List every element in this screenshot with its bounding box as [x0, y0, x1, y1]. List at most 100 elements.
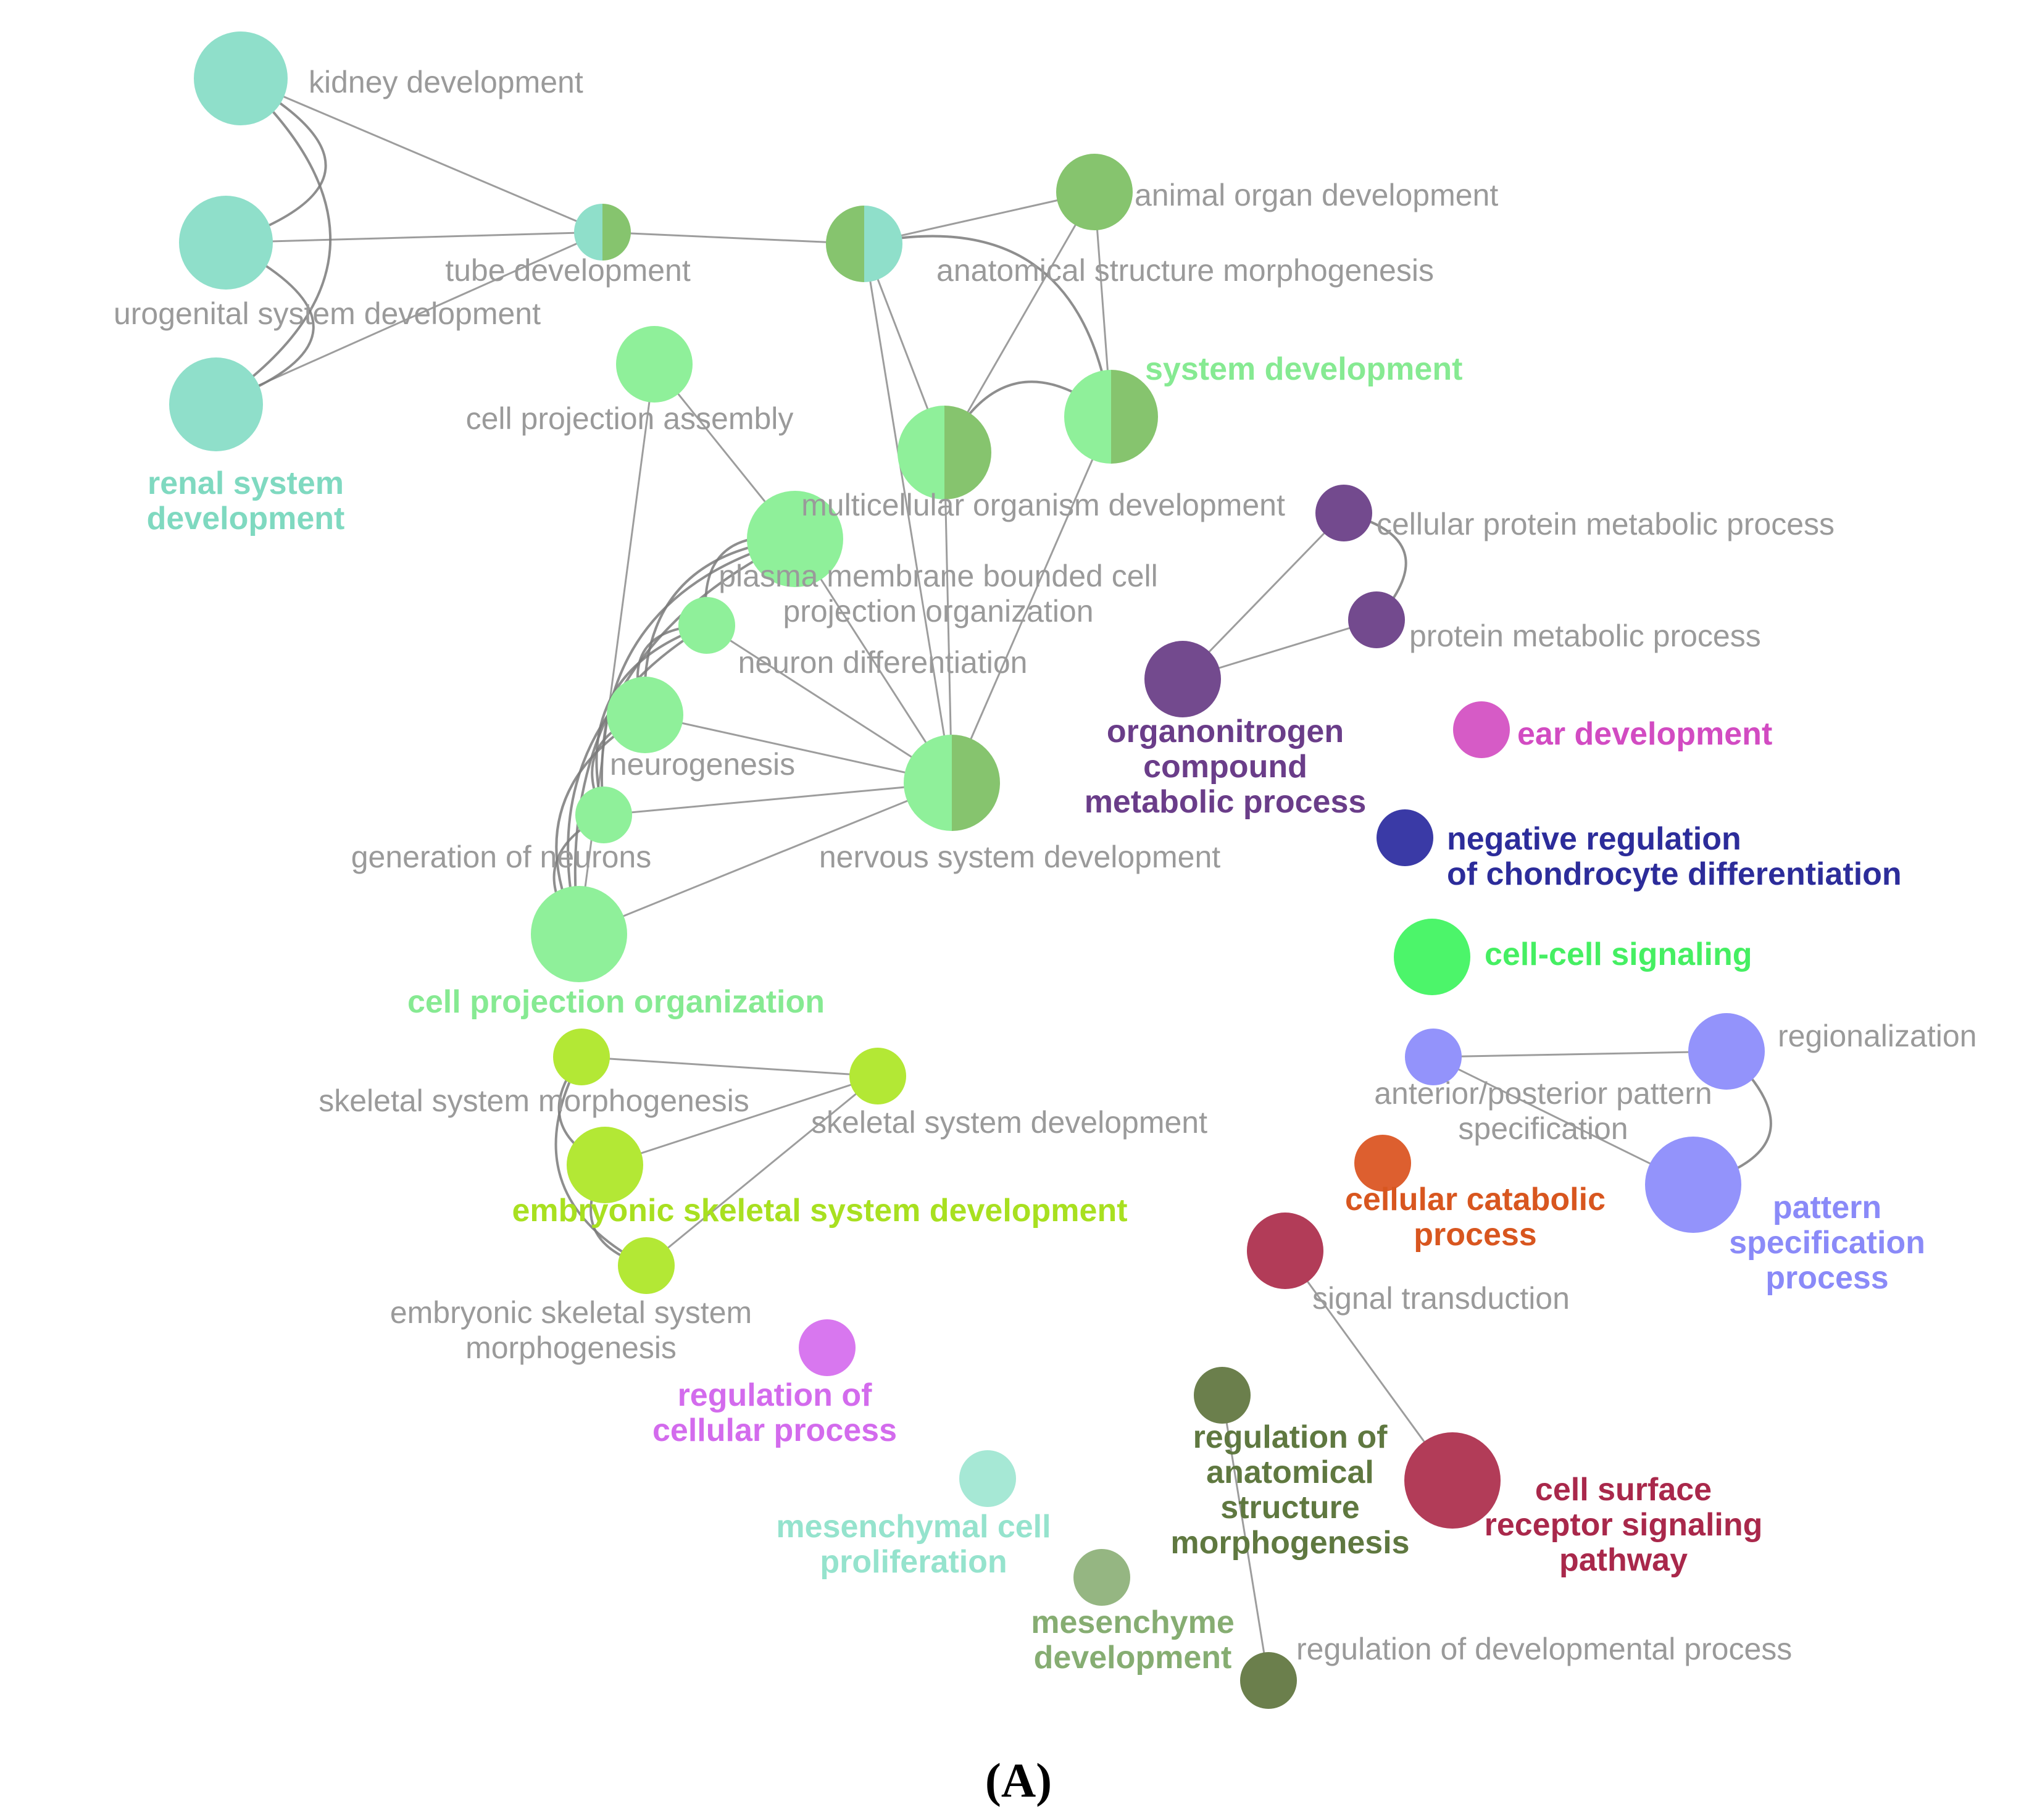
label-ear-line: ear development: [1517, 716, 1772, 752]
label-neuron_diff: neuron differentiation: [738, 645, 1028, 680]
node-reg_anatomical[interactable]: [1194, 1367, 1251, 1424]
node-pattern_spec[interactable]: [1645, 1137, 1741, 1233]
label-reg_dev_proc-line: regulation of developmental process: [1296, 1632, 1792, 1666]
node-ap_pattern-circle: [1405, 1029, 1462, 1085]
label-cell_surface-line: pathway: [1559, 1542, 1688, 1578]
label-mes_dev-line: mesenchyme: [1031, 1605, 1235, 1640]
node-skel_morph[interactable]: [553, 1029, 610, 1085]
node-plasma_membrane-circle: [747, 491, 843, 587]
label-anatomical_morph-line: anatomical structure morphogenesis: [936, 253, 1434, 288]
node-emb_skel_dev-circle: [567, 1127, 643, 1203]
edge-kidney-renal: [215, 77, 332, 406]
node-neurogenesis[interactable]: [607, 677, 683, 753]
node-animal_organ[interactable]: [1056, 154, 1133, 230]
node-protein_met[interactable]: [1348, 591, 1405, 648]
label-catabolic-line: process: [1414, 1217, 1536, 1253]
node-animal_organ-circle: [1056, 154, 1133, 230]
node-cell_proj_org[interactable]: [531, 886, 627, 982]
node-gen_neurons[interactable]: [575, 787, 632, 843]
node-organonitrogen[interactable]: [1144, 641, 1221, 717]
label-mes_dev-line: development: [1034, 1640, 1232, 1676]
node-cell_protein_met[interactable]: [1315, 485, 1372, 541]
node-cellcell[interactable]: [1394, 919, 1470, 995]
node-emb_skel_morph[interactable]: [618, 1237, 675, 1294]
node-skel_dev[interactable]: [849, 1048, 906, 1104]
node-ear[interactable]: [1453, 701, 1510, 758]
node-gen_neurons-circle: [575, 787, 632, 843]
node-cell_proj_assembly[interactable]: [616, 326, 693, 403]
label-neuron_diff-line: neuron differentiation: [738, 645, 1028, 680]
node-catabolic[interactable]: [1354, 1135, 1411, 1192]
node-emb_skel_dev[interactable]: [567, 1127, 643, 1203]
node-urogenital[interactable]: [179, 196, 273, 290]
label-reg_cellular-line: regulation of: [678, 1377, 873, 1413]
label-animal_organ: animal organ development: [1135, 178, 1498, 212]
label-cell_proj_assembly: cell projection assembly: [466, 401, 794, 436]
node-ap_pattern[interactable]: [1405, 1029, 1462, 1085]
node-skel_dev-circle: [849, 1048, 906, 1104]
node-signal_trans-circle: [1247, 1213, 1323, 1289]
label-system_dev: system development: [1145, 351, 1462, 387]
node-tube[interactable]: [574, 204, 631, 261]
label-skel_morph-line: skeletal system morphogenesis: [319, 1083, 749, 1118]
label-urogenital-line: urogenital system development: [114, 296, 541, 331]
node-protein_met-circle: [1348, 591, 1405, 648]
node-urogenital-circle: [179, 196, 273, 290]
node-cell_surface[interactable]: [1404, 1432, 1501, 1529]
node-mes_dev[interactable]: [1073, 1549, 1130, 1606]
edge-neuron_diff-cell_proj_org: [567, 624, 708, 935]
node-kidney[interactable]: [194, 31, 288, 125]
node-neuron_diff[interactable]: [678, 597, 735, 654]
node-reg_cellular[interactable]: [799, 1319, 856, 1376]
label-protein_met-line: protein metabolic process: [1409, 619, 1761, 653]
label-skel_morph: skeletal system morphogenesis: [319, 1083, 749, 1118]
node-nervous-right-half: [952, 735, 1000, 831]
label-organonitrogen-line: organonitrogen: [1107, 714, 1344, 749]
node-catabolic-circle: [1354, 1135, 1411, 1192]
label-reg_anatomical-line: structure: [1220, 1490, 1359, 1526]
label-cell_proj_org-line: cell projection organization: [407, 984, 825, 1020]
edge-neurogenesis-nervous: [644, 714, 952, 784]
node-regionalization[interactable]: [1688, 1013, 1765, 1090]
label-urogenital: urogenital system development: [114, 296, 541, 331]
label-organonitrogen-line: metabolic process: [1085, 784, 1367, 820]
node-neurogenesis-circle: [607, 677, 683, 753]
node-signal_trans[interactable]: [1247, 1213, 1323, 1289]
node-anatomical_morph[interactable]: [826, 206, 902, 282]
edge-skel_dev-emb_skel_dev: [604, 1075, 878, 1166]
node-cellcell-circle: [1394, 919, 1470, 995]
edge-cell_proj_org-nervous: [578, 782, 952, 935]
edge-tube-anatomical_morph: [602, 231, 865, 245]
node-reg_dev_proc[interactable]: [1240, 1652, 1297, 1709]
node-ear-circle: [1453, 701, 1510, 758]
node-renal-circle: [169, 357, 263, 451]
label-nervous: nervous system development: [819, 840, 1220, 874]
node-system_dev[interactable]: [1064, 370, 1158, 464]
node-mes_prolif-circle: [959, 1450, 1016, 1507]
label-renal-line: renal system: [148, 465, 344, 501]
label-signal_trans: signal transduction: [1312, 1281, 1570, 1316]
edge-anatomical_morph-animal_organ: [864, 191, 1095, 245]
node-mes_prolif[interactable]: [959, 1450, 1016, 1507]
node-renal[interactable]: [169, 357, 263, 451]
node-tube-right-half: [602, 204, 631, 261]
node-plasma_membrane[interactable]: [747, 491, 843, 587]
label-renal-line: development: [147, 501, 345, 536]
label-regionalization-line: regionalization: [1778, 1019, 1977, 1053]
label-pattern_spec-line: pattern: [1773, 1190, 1881, 1225]
node-skel_morph-circle: [553, 1029, 610, 1085]
node-chondro[interactable]: [1377, 809, 1433, 866]
label-plasma_membrane-line: plasma membrane bounded cell: [719, 559, 1158, 593]
edge-anatomical_morph-nervous: [863, 243, 953, 783]
label-cellcell-line: cell-cell signaling: [1485, 937, 1752, 972]
label-reg_cellular-line: cellular process: [652, 1413, 897, 1448]
node-system_dev-left-half: [1064, 370, 1111, 464]
node-cell_proj_assembly-circle: [616, 326, 693, 403]
node-multicellular[interactable]: [898, 406, 991, 499]
node-nervous[interactable]: [904, 735, 1000, 831]
node-cell_proj_org-circle: [531, 886, 627, 982]
edge-system_dev-nervous: [951, 416, 1112, 783]
